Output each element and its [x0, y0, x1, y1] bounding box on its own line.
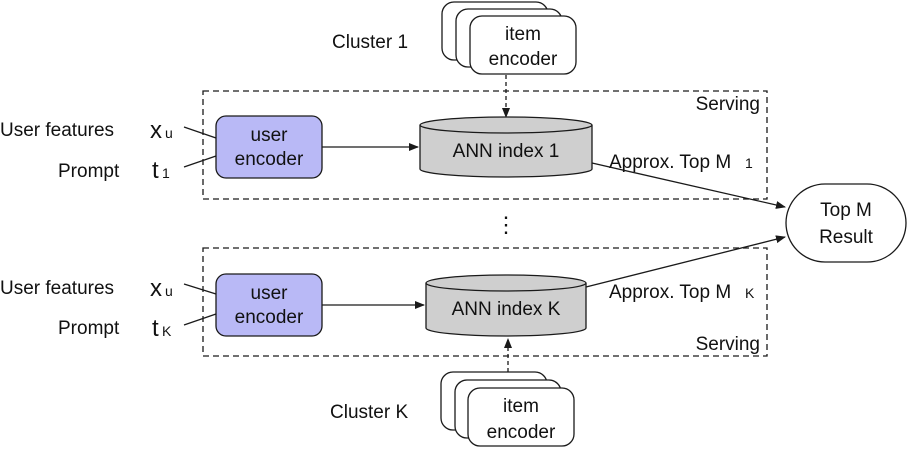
item-encoder-label-line2: encoder [489, 49, 558, 70]
item-encoder-label-line1: item [505, 24, 541, 45]
ann-index-label-k: ANN index K [452, 299, 561, 320]
ann-index-cylinder-1: ANN index 1 [419, 116, 593, 178]
result-label-line2: Result [819, 227, 874, 248]
bottom-group: Serving User features x u Prompt t K use… [0, 235, 786, 447]
user-encoder-label-line2-1: encoder [235, 149, 304, 170]
approx-top-label-1: Approx. Top M [609, 152, 731, 173]
approx-top-subscript-1: 1 [745, 155, 753, 171]
serving-box-1 [202, 90, 768, 200]
result-node: Top M Result [785, 183, 907, 263]
item-encoder-card-front [469, 15, 577, 75]
user-features-symbol-k: x [150, 275, 162, 302]
item-encoder-stack-1: item encoder [441, 1, 577, 75]
serving-label-1: Serving [696, 94, 760, 115]
prompt-connector-1 [183, 155, 217, 168]
user-features-label-1: User features [0, 120, 114, 141]
item-encoder-label-line1-k: item [503, 396, 539, 417]
prompt-label-1: Prompt [58, 161, 120, 182]
prompt-label-k: Prompt [58, 318, 120, 339]
user-encoder-label-line1-1: user [251, 125, 289, 146]
result-label-line1: Top M [820, 200, 872, 221]
serving-label-k: Serving [696, 334, 760, 355]
user-features-connector-1 [183, 126, 217, 139]
prompt-symbol-1: t [152, 157, 159, 184]
approx-top-label-k: Approx. Top M [609, 282, 731, 303]
serving-box-k [202, 247, 768, 357]
user-features-subscript-1: u [165, 125, 173, 141]
user-features-subscript-k: u [165, 283, 173, 299]
top-group: Cluster 1 item encoder Serving User feat… [0, 1, 786, 209]
user-encoder-label-line1-k: user [251, 283, 289, 304]
ann-index-label-1: ANN index 1 [453, 141, 560, 162]
approx-top-subscript-k: K [745, 285, 755, 301]
item-encoder-label-line2-k: encoder [487, 422, 556, 443]
user-features-connector-k [183, 283, 217, 295]
ann-index-cylinder-k: ANN index K [425, 274, 587, 337]
prompt-subscript-k: K [162, 323, 172, 339]
item-encoder-card-front-k [467, 387, 575, 447]
prompt-connector-k [183, 313, 217, 326]
item-encoder-stack-k: item encoder [440, 371, 575, 447]
index-to-result-arrow-k [585, 235, 786, 288]
cluster-1-label: Cluster 1 [332, 32, 408, 53]
prompt-subscript-1: 1 [162, 165, 170, 181]
user-encoder-label-line2-k: encoder [235, 307, 304, 328]
cluster-k-label: Cluster K [330, 402, 408, 423]
ellipsis: ⋮ [495, 212, 517, 237]
prompt-symbol-k: t [152, 315, 159, 342]
index-to-result-arrow-1 [591, 162, 786, 209]
user-features-symbol-1: x [150, 117, 162, 144]
user-features-label-k: User features [0, 278, 114, 299]
